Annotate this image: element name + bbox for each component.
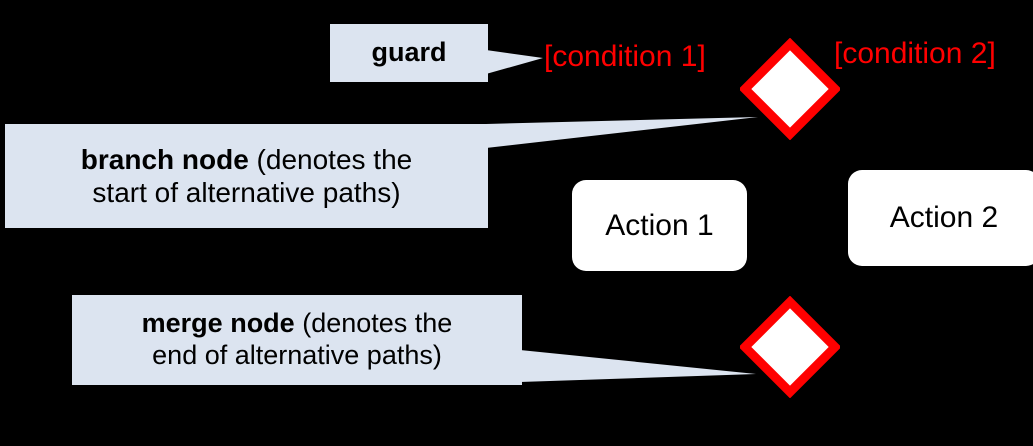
callout-branch-node-tail (486, 117, 758, 148)
callout-branch-node-text: branch node (denotes the start of altern… (5, 143, 488, 209)
action-node-1-label: Action 1 (605, 208, 714, 242)
action-node-2: Action 2 (848, 170, 1033, 266)
callout-merge-rest: (denotes the (294, 308, 453, 339)
callout-merge-line2: end of alternative paths) (152, 340, 442, 370)
guard-label-condition-2: [condition 2] (834, 37, 996, 70)
callout-guard-label: guard (371, 37, 447, 68)
callout-guard-tail (486, 50, 543, 74)
callout-guard: guard (330, 24, 488, 82)
callout-branch-rest: (denotes the (248, 143, 413, 175)
action-node-1: Action 1 (572, 180, 747, 271)
callout-branch-node: branch node (denotes the start of altern… (5, 124, 488, 228)
callout-merge-node-text: merge node (denotes the end of alternati… (72, 308, 522, 372)
callout-branch-bold: branch node (80, 143, 249, 175)
action-node-2-label: Action 2 (889, 201, 999, 234)
callout-merge-node: merge node (denotes the end of alternati… (72, 295, 522, 385)
callout-merge-node-tail (520, 350, 756, 382)
callout-merge-bold: merge node (141, 308, 295, 339)
merge-node-diamond (740, 296, 840, 398)
callout-branch-line2: start of alternative paths) (92, 177, 401, 208)
branch-node-diamond (740, 38, 840, 140)
guard-label-condition-1: [condition 1] (544, 40, 706, 73)
